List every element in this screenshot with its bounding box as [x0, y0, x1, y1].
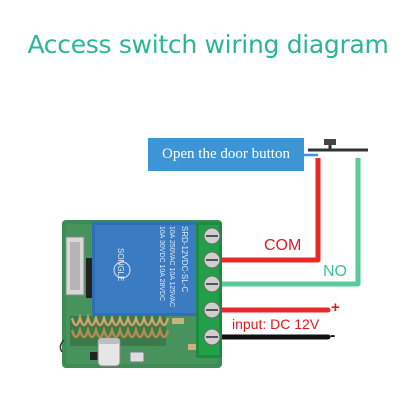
- terminal-screw-5: [203, 328, 221, 346]
- door-button-label: Open the door button: [162, 146, 290, 162]
- terminal-screw-4: [203, 301, 221, 319]
- terminal-screw-2: [203, 251, 221, 269]
- diagram-title: Access switch wiring diagram: [27, 30, 389, 59]
- capacitor-icon: [97, 337, 121, 367]
- com-label: COM: [264, 237, 302, 254]
- relay-rating-2: 10A 30VDC 10A 28VDC: [158, 226, 165, 301]
- plus-label: +: [331, 299, 340, 316]
- minus-label: -: [330, 327, 336, 344]
- relay-model-text: SRD-12VDC-SL-C: [180, 226, 189, 292]
- no-label: NO: [323, 263, 347, 280]
- terminal-block-icon: [196, 222, 222, 358]
- push-button-icon: [304, 139, 368, 157]
- relay-rating-1: 10A 250VAC 10A 125VAC: [168, 226, 175, 307]
- wire-red-upper: [212, 158, 321, 263]
- terminal-screw-3: [203, 275, 221, 293]
- relay-brand: SONGLE: [116, 248, 125, 281]
- input-voltage-label: input: DC 12V: [232, 316, 320, 332]
- relay-icon: SRD-12VDC-SL-C 10A 250VAC 10A 125VAC 10A…: [92, 222, 204, 316]
- terminal-screw-1: [203, 227, 221, 245]
- button-label-box: [148, 138, 304, 171]
- wire-green: [212, 158, 361, 287]
